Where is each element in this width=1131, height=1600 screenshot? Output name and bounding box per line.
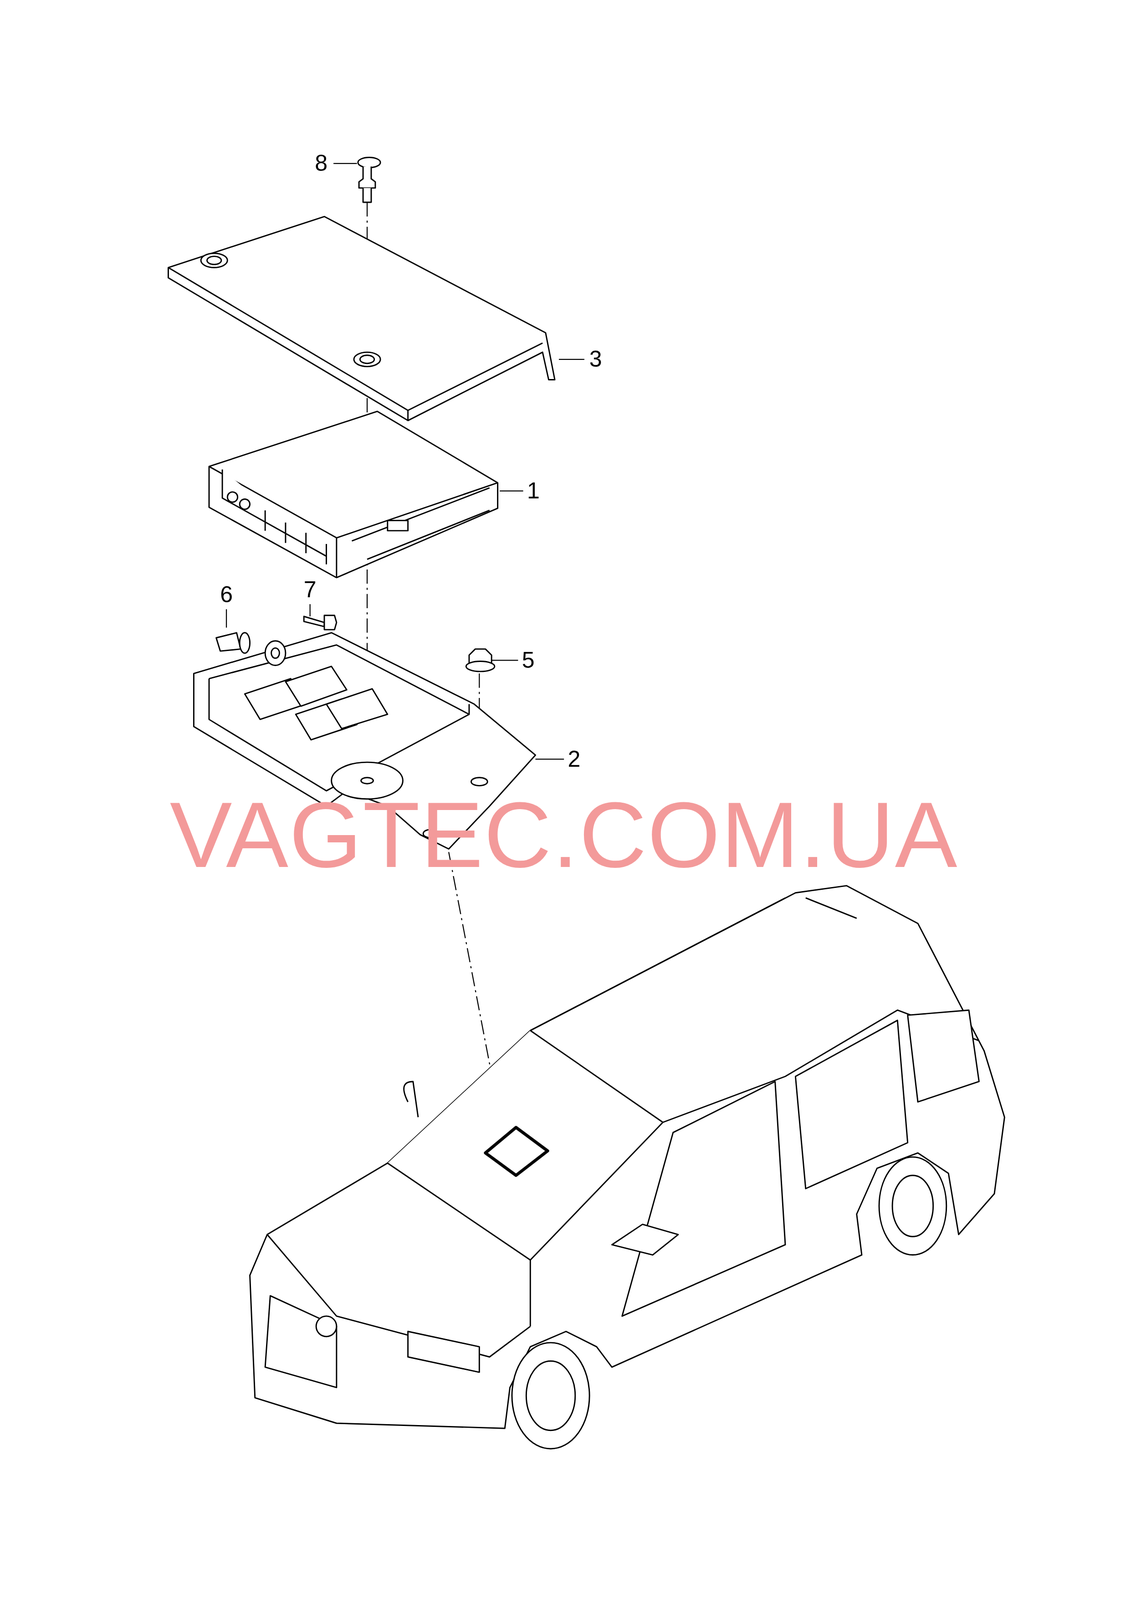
callout-number: 7 [303,578,317,601]
callout-number: 1 [527,479,540,502]
callout-number: 6 [220,583,233,606]
callout-number: 2 [568,747,581,771]
cover [168,216,555,421]
callout-number: 3 [589,347,603,371]
hex-nut [465,649,495,672]
callout-number: 5 [522,648,535,672]
control-unit [209,411,498,578]
expanding-rivet [358,157,381,203]
clip [216,632,286,666]
screw [303,615,337,630]
watermark: VAGTEC.COM.UA [169,787,959,881]
callout-number: 8 [314,151,328,175]
car-illustration [250,885,1005,1449]
